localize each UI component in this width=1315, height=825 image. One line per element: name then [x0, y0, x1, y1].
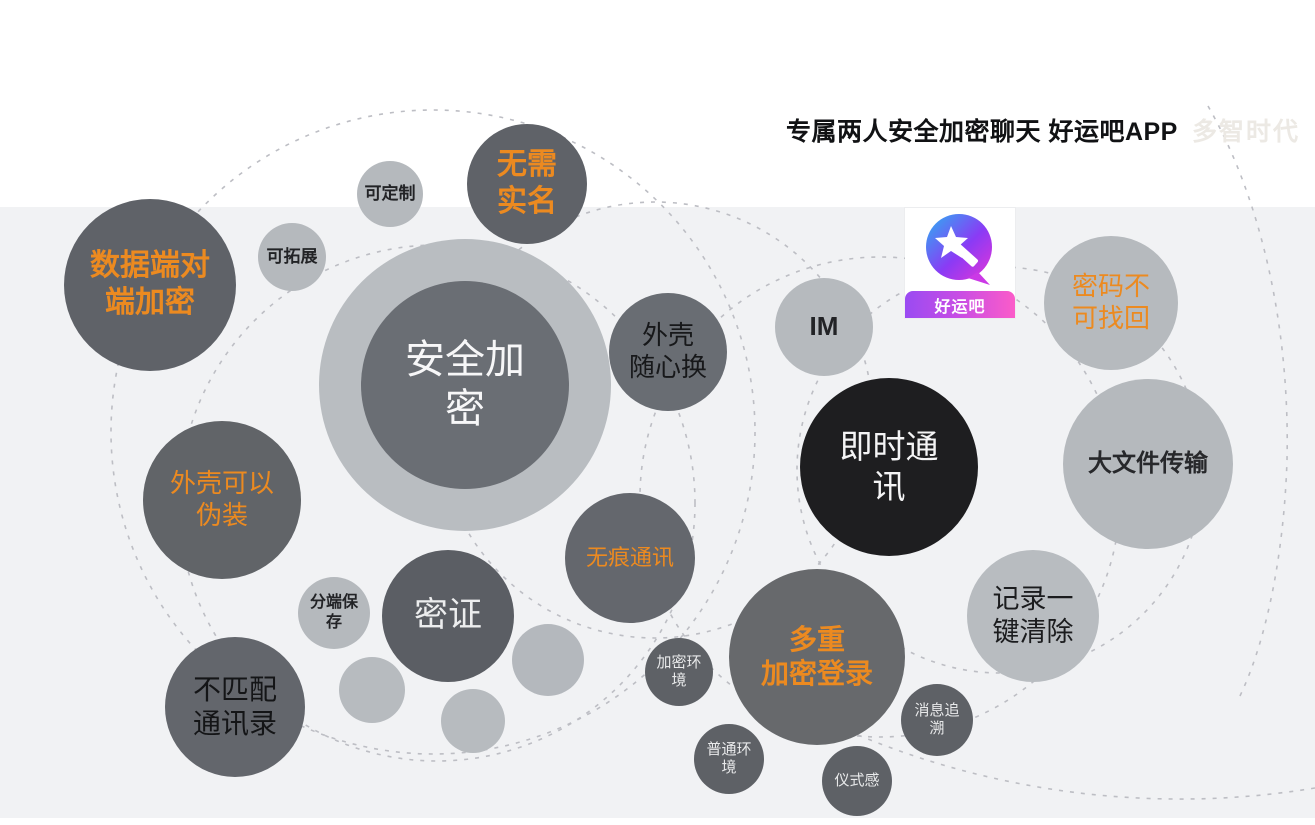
bubble-normal-environment: 普通环 境: [694, 724, 764, 794]
bubble-plain-gray-b: [441, 689, 505, 753]
dashed-ring-4: [178, 244, 696, 762]
chat-wand-icon: [905, 208, 1015, 291]
bubble-multi-device-save: 分端保 存: [298, 577, 370, 649]
bubble-shell-switch: 外壳 随心换: [609, 293, 727, 411]
bubble-secure-encryption: 安全加 密: [361, 281, 569, 489]
bubble-expandable: 可拓展: [258, 223, 326, 291]
bubble-label: 密证: [414, 596, 482, 635]
bubble-label: 外壳 随心换: [628, 320, 707, 382]
bubble-label: 即时通 讯: [839, 427, 939, 505]
bubble-label: 普通环 境: [706, 740, 752, 776]
bubble-no-contact-matching: 不匹配 通讯录: [165, 637, 305, 777]
bubble-secret-credential: 密证: [382, 550, 514, 682]
bubble-encrypted-environment: 加密环 境: [645, 638, 713, 706]
bubble-label: IM: [809, 311, 839, 342]
bubble-label: 仪式感: [834, 771, 880, 789]
bubble-customizable: 可定制: [357, 161, 423, 227]
bubble-plain-gray-a: [339, 657, 405, 723]
bubble-ritual-sense: 仪式感: [822, 746, 892, 816]
bubble-traceless-communication: 无痕通讯: [565, 493, 695, 623]
bubble-password-unrecoverable: 密码不 可找回: [1044, 236, 1178, 370]
bubble-label: 密码不 可找回: [1071, 271, 1150, 333]
bubble-shell-disguise: 外壳可以 伪装: [143, 421, 301, 579]
bubble-data-end-to-end-encryption: 数据端对 端加密: [64, 199, 236, 371]
watermark: 多智时代: [1192, 118, 1301, 146]
bubble-label: 消息追 溯: [914, 701, 960, 737]
dashed-ring-1: [110, 109, 756, 755]
bubble-multi-encrypted-login: 多重 加密登录: [729, 569, 905, 745]
bubble-label: 无痕通讯: [585, 544, 674, 570]
bubble-label: 无需 实名: [497, 148, 557, 218]
bubble-label: 多重 加密登录: [760, 623, 873, 689]
bubble-record-one-key-clear: 记录一 键清除: [967, 550, 1099, 682]
bubble-plain-gray-c: [512, 624, 584, 696]
bubble-label: 数据端对 端加密: [90, 249, 210, 319]
page-title: 专属两人安全加密聊天 好运吧APP: [786, 118, 1178, 146]
bubble-label: 可定制: [364, 183, 416, 203]
bubble-label: 记录一 键清除: [992, 584, 1074, 647]
bubble-label: 加密环 境: [656, 653, 702, 689]
bubble-label: 可拓展: [266, 246, 318, 266]
bubble-no-real-name: 无需 实名: [467, 124, 587, 244]
bubble-message-tracing: 消息追 溯: [901, 684, 973, 756]
bubble-large-file-transfer: 大文件传输: [1063, 379, 1233, 549]
bubble-label: 大文件传输: [1088, 450, 1208, 478]
bubble-label: 不匹配 通讯录: [192, 673, 277, 739]
dashed-arc-bottom-right: [857, 734, 1315, 800]
bubble-label: 外壳可以 伪装: [169, 468, 274, 530]
bubble-instant-messaging: 即时通 讯: [800, 378, 978, 556]
app-icon: 好运吧: [905, 208, 1015, 318]
app-icon-label: 好运吧: [905, 291, 1015, 318]
bubble-im: IM: [775, 278, 873, 376]
bubble-label: 安全加 密: [405, 338, 525, 431]
bubble-label: 分端保 存: [309, 594, 358, 631]
